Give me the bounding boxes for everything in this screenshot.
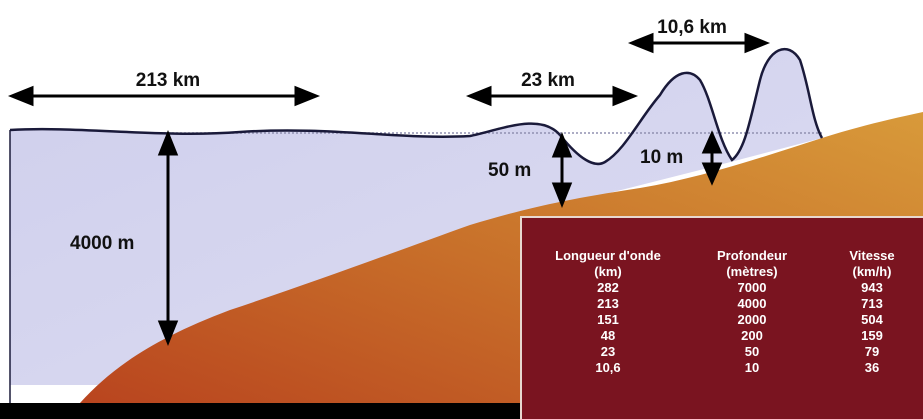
cell-depth: 2000 — [737, 312, 767, 327]
arrow-depth-open-ocean — [157, 129, 179, 347]
cell-wavelength: 23 — [600, 344, 616, 359]
cell-wavelength: 282 — [597, 280, 619, 295]
cell-speed: 159 — [861, 328, 883, 343]
table-unit-row: (km) (mètres) (km/h) — [538, 264, 918, 280]
cell-depth: 7000 — [737, 280, 767, 295]
label-wavelength-open-ocean: 213 km — [136, 70, 200, 91]
label-depth-shelf: 50 m — [488, 160, 531, 181]
label-depth-open-ocean: 4000 m — [70, 233, 134, 254]
cell-wavelength: 48 — [600, 328, 616, 343]
arrow-wavelength-shore — [627, 32, 771, 54]
table-row: 151 2000 504 — [538, 312, 918, 328]
label-depth-shore: 10 m — [640, 147, 683, 168]
arrow-depth-shelf — [551, 131, 573, 209]
unit-depth: (mètres) — [726, 264, 778, 279]
cell-depth: 10 — [744, 360, 760, 375]
cell-speed: 713 — [861, 296, 883, 311]
ocean-water — [10, 49, 822, 386]
cell-depth: 200 — [741, 328, 763, 343]
cell-wavelength: 10,6 — [595, 360, 621, 375]
header-depth: Profondeur — [716, 248, 788, 263]
cell-speed: 36 — [864, 360, 880, 375]
unit-wavelength: (km) — [594, 264, 622, 279]
table-row: 213 4000 713 — [538, 296, 918, 312]
arrow-wavelength-open-ocean — [7, 85, 321, 107]
cell-wavelength: 151 — [597, 312, 619, 327]
label-wavelength-shelf: 23 km — [521, 70, 575, 91]
table-row: 282 7000 943 — [538, 280, 918, 296]
cell-speed: 79 — [864, 344, 880, 359]
header-speed: Vitesse — [849, 248, 895, 263]
table-header-row: Longueur d'onde Profondeur Vitesse — [538, 248, 918, 264]
cell-depth: 50 — [744, 344, 760, 359]
arrow-wavelength-shelf — [465, 85, 639, 107]
header-wavelength: Longueur d'onde — [555, 248, 661, 263]
cell-speed: 943 — [861, 280, 883, 295]
cell-speed: 504 — [861, 312, 883, 327]
wave-surface — [9, 47, 824, 166]
table-row: 10,6 10 36 — [538, 360, 918, 376]
cell-wavelength: 213 — [597, 296, 619, 311]
unit-speed: (km/h) — [852, 264, 892, 279]
table-row: 23 50 79 — [538, 344, 918, 360]
arrow-depth-shore — [701, 130, 723, 186]
speed-table-panel: Longueur d'onde Profondeur Vitesse (km) … — [520, 216, 923, 419]
label-wavelength-shore: 10,6 km — [657, 17, 727, 38]
table-row: 48 200 159 — [538, 328, 918, 344]
speed-table: Longueur d'onde Profondeur Vitesse (km) … — [538, 248, 918, 376]
cell-depth: 4000 — [737, 296, 767, 311]
